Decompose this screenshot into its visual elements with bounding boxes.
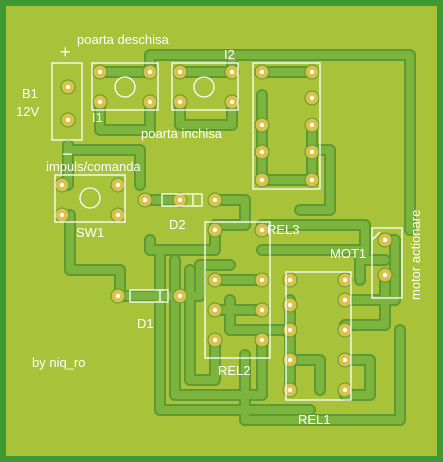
- b1-label: B1: [22, 86, 38, 101]
- i2-outline: [171, 62, 239, 111]
- sw1-outline: [54, 174, 126, 223]
- rel2-label: REL2: [218, 363, 251, 378]
- drill-hole: [259, 227, 265, 233]
- i1-outline: [91, 62, 159, 111]
- drill-hole: [287, 302, 293, 308]
- minus-label: −: [62, 144, 73, 164]
- drill-hole: [147, 99, 153, 105]
- drill-hole: [177, 99, 183, 105]
- drill-hole: [342, 387, 348, 393]
- drill-hole: [382, 272, 388, 278]
- drill-hole: [259, 337, 265, 343]
- drill-hole: [59, 212, 65, 218]
- d2-outline: [161, 193, 203, 207]
- drill-hole: [97, 99, 103, 105]
- d2-label: D2: [169, 217, 186, 232]
- rel1-label: REL1: [298, 412, 331, 427]
- mot1-label: MOT1: [330, 246, 366, 261]
- drill-hole: [115, 182, 121, 188]
- rel2-outline: [204, 221, 271, 359]
- poarta-deschisa-label: poarta deschisa: [77, 32, 170, 47]
- drill-hole: [177, 197, 183, 203]
- drill-hole: [177, 69, 183, 75]
- drill-hole: [287, 387, 293, 393]
- mot1-outline: [371, 227, 403, 299]
- drill-hole: [259, 149, 265, 155]
- i2-button-circle: [193, 76, 215, 98]
- poarta-inchisa-label: poarta inchisa: [141, 126, 223, 141]
- plus-label: +: [60, 42, 71, 62]
- drill-hole: [115, 212, 121, 218]
- drill-hole: [229, 69, 235, 75]
- drill-hole: [309, 122, 315, 128]
- motor-actionare-label: motor actionare: [408, 210, 423, 300]
- drill-hole: [287, 327, 293, 333]
- drill-hole: [97, 69, 103, 75]
- drill-hole: [59, 182, 65, 188]
- sw1-label: SW1: [76, 225, 104, 240]
- drill-hole: [309, 69, 315, 75]
- mot1-notch: [371, 231, 381, 241]
- silkscreen-labels: + − B1 12V poarta deschisa I2 I1 poarta …: [16, 32, 423, 427]
- drill-hole: [382, 237, 388, 243]
- rel3-label: REL3: [267, 222, 300, 237]
- i2-label: I2: [224, 47, 235, 62]
- drill-hole: [309, 177, 315, 183]
- drill-hole: [287, 277, 293, 283]
- d1-label: D1: [137, 316, 154, 331]
- drill-hole: [342, 357, 348, 363]
- drill-hole: [142, 197, 148, 203]
- drill-hole: [115, 293, 121, 299]
- drill-hole: [259, 122, 265, 128]
- drill-hole: [287, 357, 293, 363]
- rel1-outline: [285, 271, 352, 401]
- sw1-button-circle: [79, 187, 101, 209]
- drill-hole: [65, 117, 71, 123]
- rel3-outline: [252, 62, 321, 190]
- drill-hole: [177, 293, 183, 299]
- author-label: by niq_ro: [32, 355, 85, 370]
- drill-hole: [309, 95, 315, 101]
- drill-hole: [342, 297, 348, 303]
- d1-outline: [129, 289, 169, 303]
- drill-hole: [259, 277, 265, 283]
- drill-hole: [259, 307, 265, 313]
- impuls-comanda-label: impuls/comanda: [46, 159, 141, 174]
- drill-hole: [212, 337, 218, 343]
- i1-button-circle: [114, 76, 136, 98]
- drill-hole: [212, 197, 218, 203]
- drill-hole: [212, 227, 218, 233]
- drill-hole: [259, 177, 265, 183]
- drill-hole: [65, 84, 71, 90]
- i1-label: I1: [92, 110, 103, 125]
- drill-hole: [342, 277, 348, 283]
- drill-hole: [212, 307, 218, 313]
- drill-hole: [212, 277, 218, 283]
- b1-outline: [51, 62, 83, 141]
- drill-hole: [259, 69, 265, 75]
- drill-hole: [342, 327, 348, 333]
- drill-hole: [229, 99, 235, 105]
- drill-hole: [147, 69, 153, 75]
- silkscreen-outlines: [51, 62, 403, 401]
- drill-hole: [309, 149, 315, 155]
- voltage-label: 12V: [16, 104, 39, 119]
